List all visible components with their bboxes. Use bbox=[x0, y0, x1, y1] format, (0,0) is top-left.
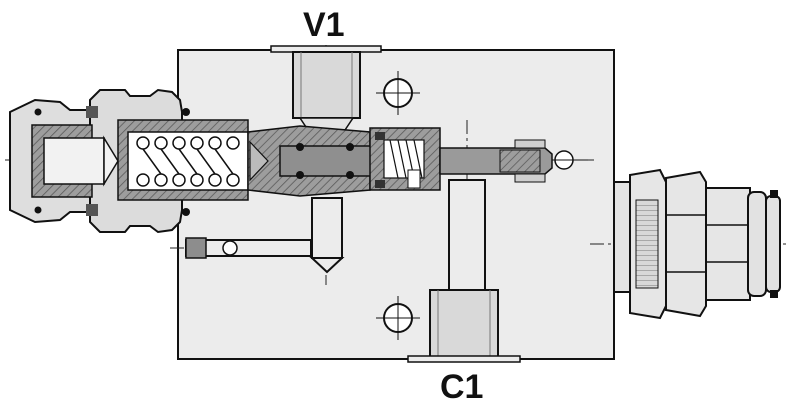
spool-assembly bbox=[247, 125, 588, 197]
port-label-c1: C1 bbox=[440, 368, 484, 406]
port-c1 bbox=[407, 179, 521, 363]
mounting-hole-top bbox=[376, 71, 420, 115]
port-label-v1: V1 bbox=[303, 6, 345, 44]
mounting-hole-bottom bbox=[376, 296, 420, 340]
port-v1 bbox=[270, 45, 382, 131]
side-drilling bbox=[185, 237, 312, 259]
spring bbox=[136, 136, 240, 187]
adjustment-cartridge bbox=[9, 88, 249, 234]
fitting-right bbox=[613, 168, 781, 320]
pilot-drilling bbox=[309, 197, 345, 274]
